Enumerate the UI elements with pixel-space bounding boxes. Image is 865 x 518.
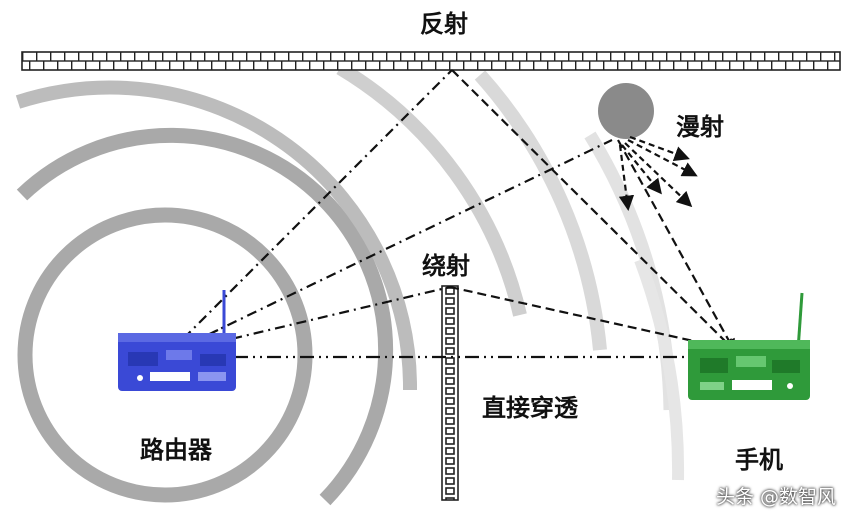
reflection-label: 反射: [420, 10, 468, 38]
diffuse-ray-5: [629, 135, 690, 161]
diffuse-path-out: [617, 139, 736, 353]
router-device: [118, 290, 236, 391]
wave-ring-1: [17, 207, 313, 503]
diffuse-ray-4: [627, 139, 698, 177]
wave-ring-6: [584, 131, 677, 411]
reflection-path-in: [167, 69, 453, 355]
reflection-wall: [21, 51, 841, 71]
diffuse-ray-2: [621, 144, 662, 195]
diffuse-path-in: [167, 139, 613, 355]
wave-rings: [15, 61, 685, 506]
wave-ring-4: [336, 61, 527, 317]
diffuse-ball: [598, 83, 654, 139]
phone-device: [688, 292, 810, 400]
wave-ring-5: [474, 70, 607, 351]
phone-label: 手机: [735, 446, 783, 474]
diffuse-ray-3: [624, 142, 693, 208]
diffraction-path-out: [449, 285, 737, 355]
wave-ring-2: [16, 127, 394, 506]
diffraction-label: 绕射: [422, 252, 470, 280]
direct-label: 直接穿透: [482, 394, 578, 422]
diffraction-wall: [441, 285, 459, 501]
diffuse-label: 漫射: [676, 113, 724, 141]
router-label: 路由器: [140, 436, 212, 464]
wave-ring-3: [15, 80, 418, 391]
wave-ring-7: [634, 257, 685, 481]
watermark: 头条 @数智风: [716, 486, 837, 508]
diffuse-ray-1: [618, 144, 635, 212]
reflection-path-out: [451, 69, 736, 352]
